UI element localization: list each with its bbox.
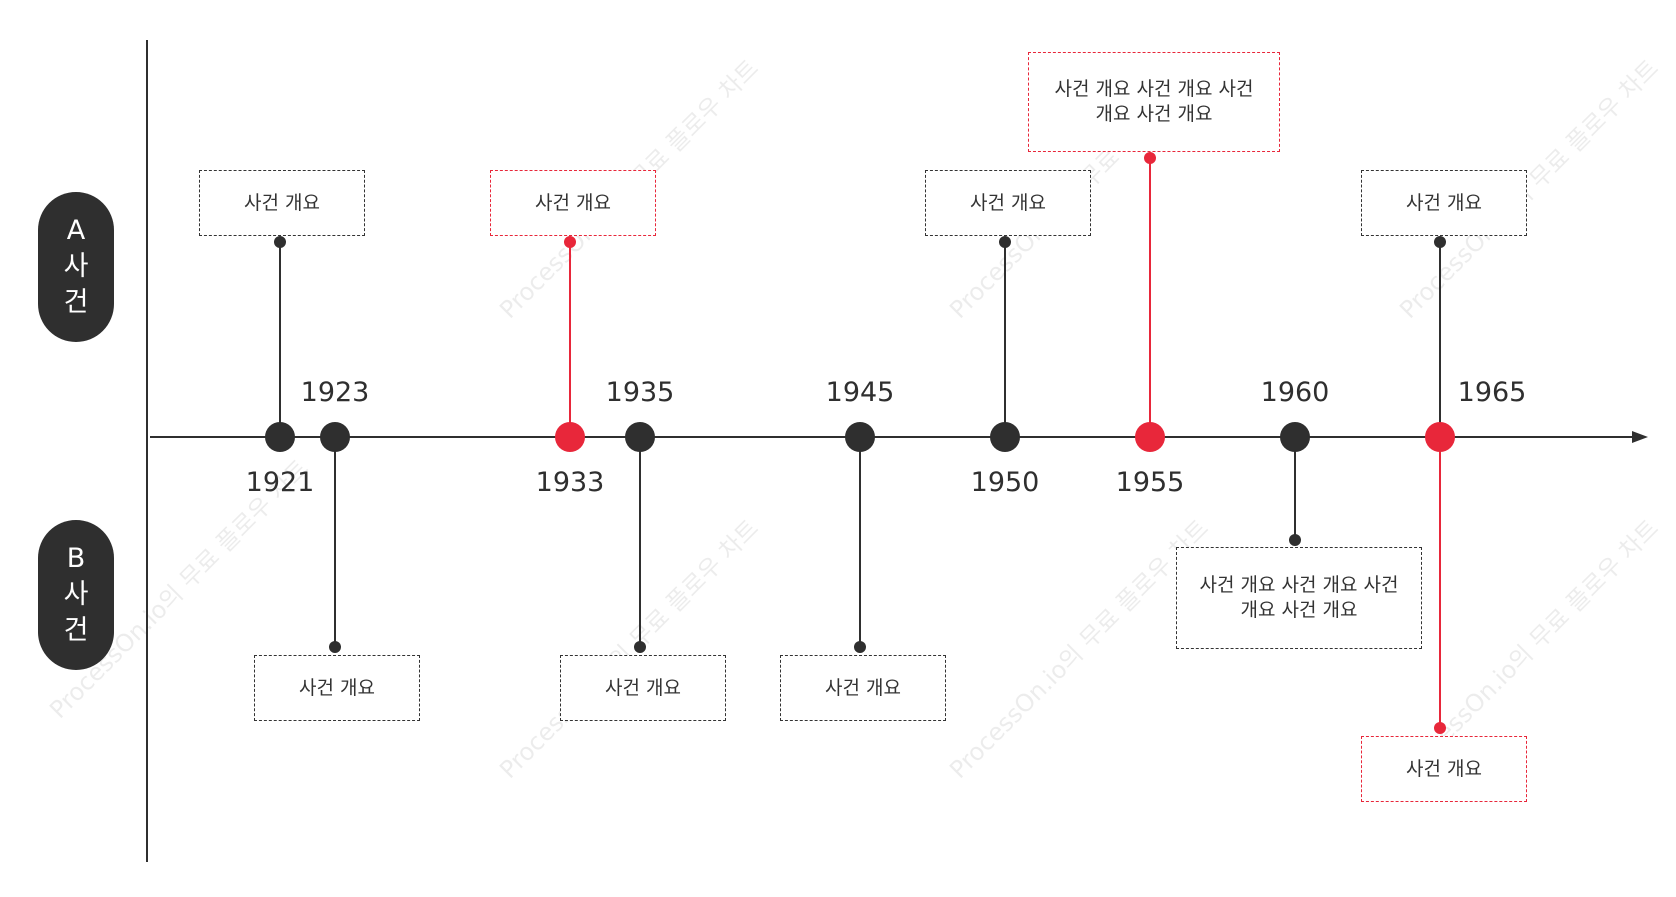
event-end-dot	[1434, 722, 1446, 734]
lane-a-letter: A	[66, 215, 86, 246]
year-label: 1950	[970, 467, 1040, 498]
year-label: 1935	[605, 377, 675, 408]
event-box: 사건 개요	[490, 170, 656, 236]
milestone-dot	[555, 422, 585, 452]
lane-a-word-1: 사	[63, 251, 89, 282]
year-label: 1955	[1115, 467, 1185, 498]
year-label: 1960	[1260, 377, 1330, 408]
year-label: 1921	[245, 467, 315, 498]
milestone-dot	[265, 422, 295, 452]
lane-b-word-1: 사	[63, 579, 89, 610]
lane-a-word-2: 건	[63, 287, 89, 318]
milestone-dot	[1280, 422, 1310, 452]
event-end-dot	[274, 236, 286, 248]
event-end-dot	[1144, 152, 1156, 164]
milestone-dot	[845, 422, 875, 452]
event-end-dot	[999, 236, 1011, 248]
timeline-arrow	[1632, 431, 1648, 443]
event-box: 사건 개요 사건 개요 사건 개요 사건 개요	[1028, 52, 1280, 152]
event-box: 사건 개요 사건 개요 사건 개요 사건 개요	[1176, 547, 1422, 649]
event-end-dot	[329, 641, 341, 653]
event-box: 사건 개요	[254, 655, 420, 721]
year-label: 1965	[1457, 377, 1527, 408]
milestone-dot	[625, 422, 655, 452]
event-box: 사건 개요	[199, 170, 365, 236]
event-end-dot	[1289, 534, 1301, 546]
event-box: 사건 개요	[780, 655, 946, 721]
lane-b-word-2: 건	[63, 615, 89, 646]
year-label: 1923	[300, 377, 370, 408]
milestone-dot	[990, 422, 1020, 452]
event-box: 사건 개요	[1361, 170, 1527, 236]
milestone-dot	[320, 422, 350, 452]
event-box: 사건 개요	[925, 170, 1091, 236]
year-label: 1945	[825, 377, 895, 408]
milestone-dot	[1135, 422, 1165, 452]
event-end-dot	[1434, 236, 1446, 248]
event-end-dot	[564, 236, 576, 248]
event-box: 사건 개요	[560, 655, 726, 721]
event-end-dot	[854, 641, 866, 653]
lane-b-label: B 사 건	[38, 520, 114, 670]
lane-a-label: A 사 건	[38, 192, 114, 342]
lane-b-letter: B	[66, 543, 86, 574]
year-label: 1933	[535, 467, 605, 498]
event-box: 사건 개요	[1361, 736, 1527, 802]
event-end-dot	[634, 641, 646, 653]
